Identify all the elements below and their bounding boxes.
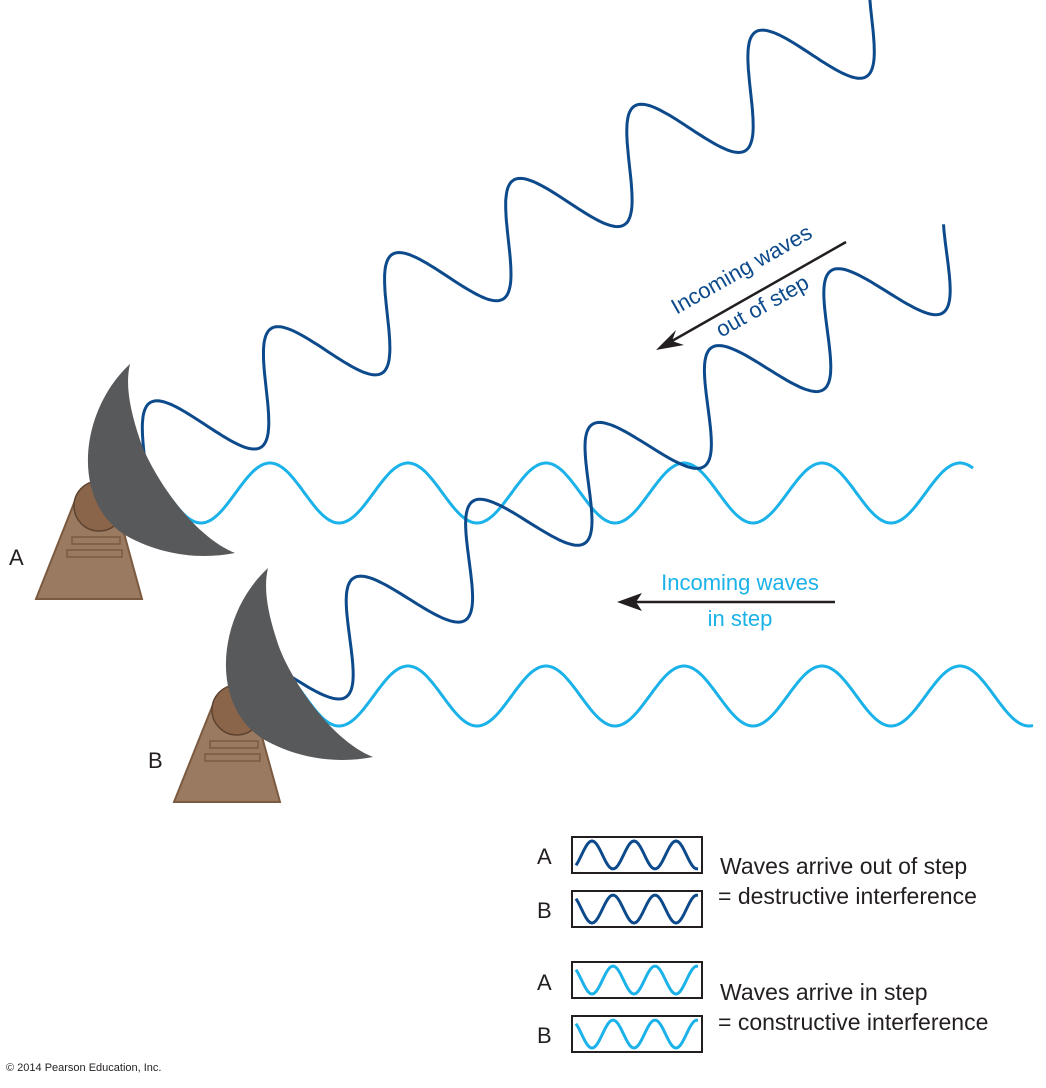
telescope-a-panel bbox=[66, 549, 123, 558]
telescope-b-panel bbox=[204, 753, 261, 762]
arrow-in-step: Incoming waves in step bbox=[617, 570, 835, 631]
telescope-a bbox=[34, 364, 235, 600]
telescope-a-dish bbox=[87, 364, 235, 556]
legend-destructive-b: B bbox=[537, 898, 552, 923]
legend-constructive-line2: = constructive interference bbox=[718, 1009, 988, 1035]
legend-constructive-line1: Waves arrive in step bbox=[720, 979, 928, 1005]
dish-label-a: A bbox=[9, 545, 24, 570]
telescope-a-panel bbox=[71, 536, 121, 545]
legend-box bbox=[571, 961, 703, 999]
legend-wave-destructive-a bbox=[574, 839, 698, 871]
in-step-wave-b bbox=[283, 664, 1034, 728]
arrowhead-icon bbox=[656, 330, 684, 350]
dish-label-b: B bbox=[148, 748, 163, 773]
legend-wave-constructive-b bbox=[574, 1018, 698, 1050]
in-step-label-1: Incoming waves bbox=[661, 570, 819, 595]
waves bbox=[140, 0, 1034, 728]
legend-destructive-a: A bbox=[537, 844, 552, 869]
in-step-label-2: in step bbox=[708, 606, 773, 631]
arrowhead-icon bbox=[617, 593, 642, 611]
legend-constructive-a: A bbox=[537, 970, 552, 995]
telescope-b bbox=[172, 568, 373, 803]
out-of-step-wave-a bbox=[140, 0, 876, 463]
out-of-step-wave-b bbox=[289, 224, 952, 701]
legend-constructive-b: B bbox=[537, 1023, 552, 1048]
telescope-b-dish bbox=[225, 568, 373, 760]
in-step-wave-a bbox=[144, 461, 974, 525]
telescope-b-panel bbox=[209, 740, 259, 749]
arrow-out-of-step: Incoming waves out of step bbox=[656, 219, 847, 350]
legend-wave-constructive-a bbox=[574, 964, 698, 996]
legend-box bbox=[571, 836, 703, 874]
copyright: © 2014 Pearson Education, Inc. bbox=[6, 1062, 161, 1074]
legend-destructive-line2: = destructive interference bbox=[718, 883, 977, 909]
legend-box bbox=[571, 1015, 703, 1053]
legend-box bbox=[571, 890, 703, 928]
legend-wave-destructive-b bbox=[574, 893, 698, 925]
legend: A B A B Waves arrive out of step = destr… bbox=[537, 836, 988, 1053]
legend-destructive-line1: Waves arrive out of step bbox=[720, 853, 967, 879]
